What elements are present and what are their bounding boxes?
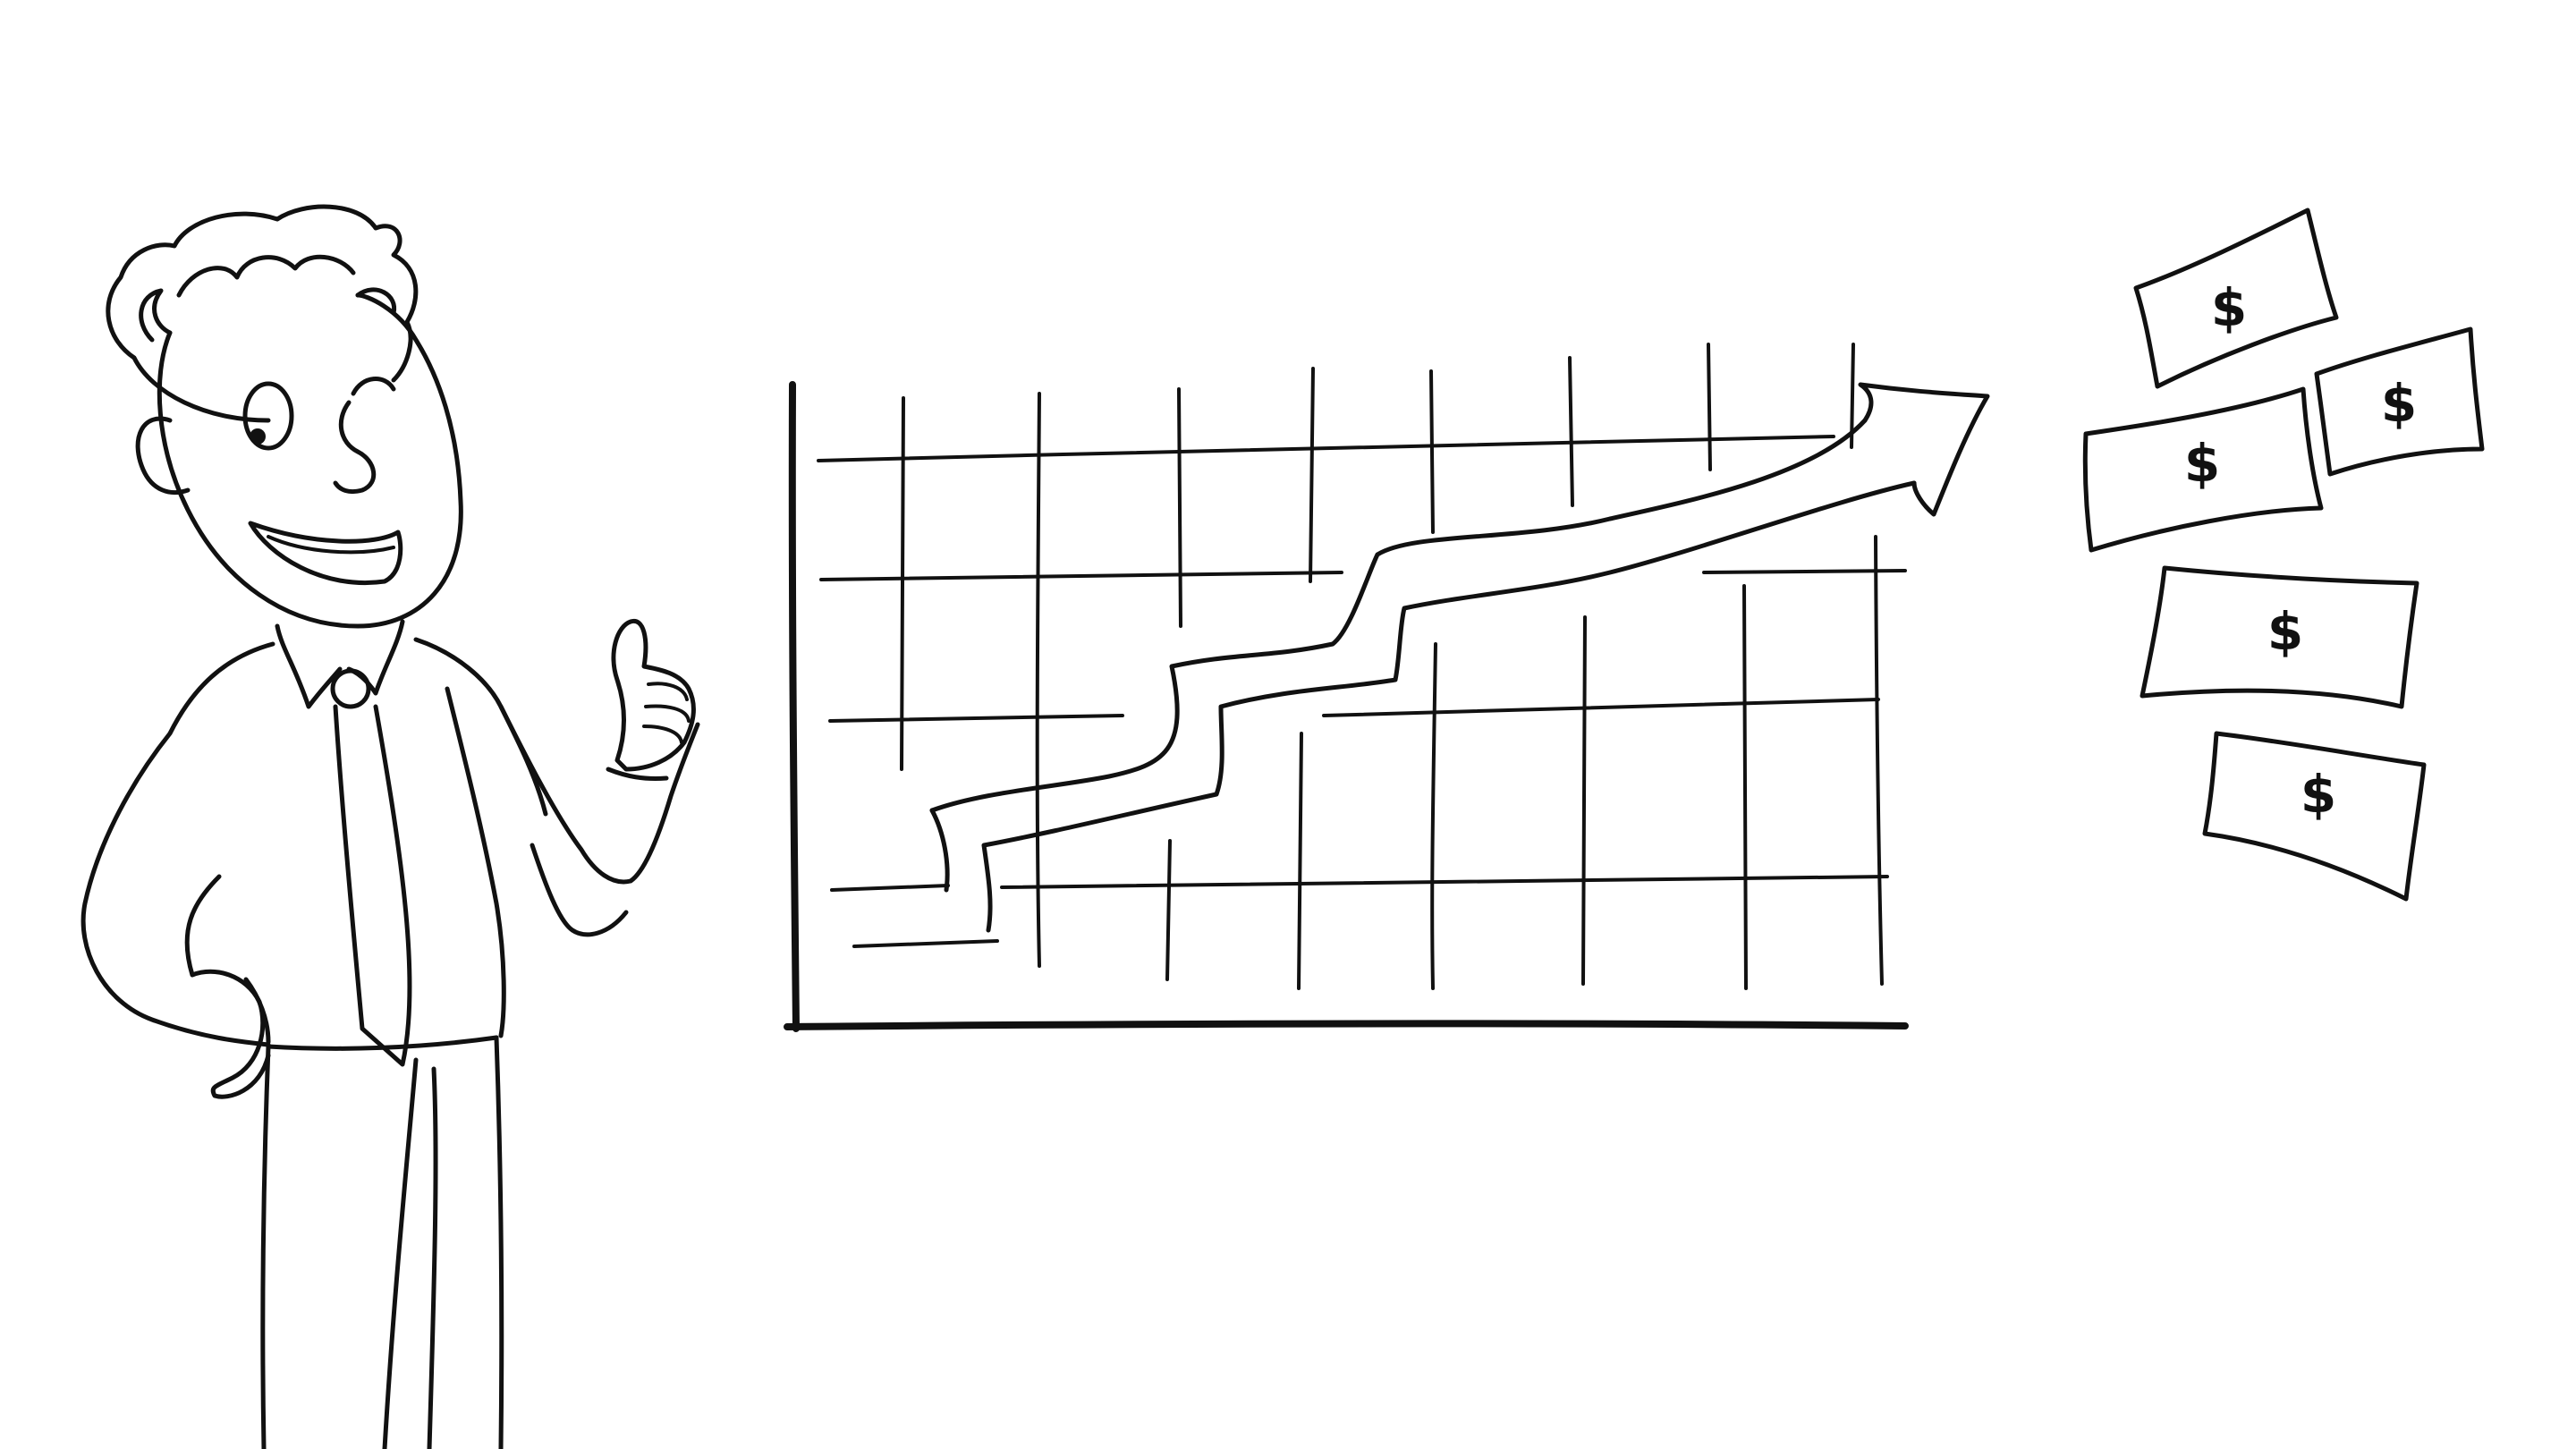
growth-chart-sketch <box>784 343 1990 1032</box>
dollar-sign-icon: $ <box>2184 433 2220 494</box>
grid-vertical <box>1297 732 1303 990</box>
eyebrow <box>351 377 396 396</box>
raised-arm-inner <box>530 843 629 937</box>
grid-vertical <box>1430 642 1437 990</box>
finger-3 <box>642 724 683 744</box>
nose <box>333 400 377 495</box>
dollar-bill: $ <box>2140 565 2419 709</box>
inner-leg-left <box>382 1057 419 1449</box>
grid-horizontal <box>1000 875 1889 889</box>
grid-horizontal <box>817 435 1835 462</box>
eye <box>242 381 294 451</box>
growth-arrow-head <box>1858 382 1990 517</box>
hair-curl-left <box>139 288 173 343</box>
mouth <box>248 521 403 585</box>
growth-arrow-tail <box>929 808 950 893</box>
grid-vertical <box>1581 615 1587 986</box>
thumbs-up-hand <box>611 618 696 772</box>
hair-curl-right <box>355 287 397 316</box>
grid-vertical <box>1309 367 1315 583</box>
hair <box>106 204 419 423</box>
collar-right <box>346 619 405 696</box>
money-bills: $ $ $ $ $ <box>2082 208 2485 902</box>
left-leg <box>260 1044 271 1449</box>
ear <box>135 416 191 496</box>
teeth-line <box>267 535 395 555</box>
grid-horizontal <box>1702 569 1907 574</box>
dollar-bill: $ <box>2314 326 2485 477</box>
collar-left <box>275 623 343 709</box>
dollar-sign-icon: $ <box>2267 601 2303 662</box>
businessman-illustration <box>80 204 700 1449</box>
head <box>157 292 463 629</box>
dollar-sign-icon: $ <box>2381 373 2417 434</box>
finger-2 <box>644 704 691 723</box>
right-leg <box>494 1035 504 1449</box>
torso-right <box>413 637 548 817</box>
grid-horizontal <box>830 884 950 892</box>
hip-hand-fingers <box>243 977 271 1045</box>
tie-knot <box>330 668 371 709</box>
growth-arrow-lower <box>981 480 1917 933</box>
torso-left <box>80 641 275 1047</box>
grid-vertical <box>1035 392 1041 968</box>
grid-horizontal <box>828 714 1124 723</box>
grid-vertical <box>1568 356 1574 507</box>
eye-pupil <box>250 428 266 445</box>
tie <box>333 704 412 1067</box>
hair-tuft <box>176 254 356 298</box>
grid-horizontal <box>1322 698 1880 717</box>
grid-horizontal <box>819 571 1343 581</box>
raised-arm <box>498 704 700 885</box>
y-axis <box>788 381 800 1032</box>
finger-1 <box>647 682 689 701</box>
growth-arrow-upper <box>929 418 1868 813</box>
dollar-sign-icon: $ <box>2301 764 2336 825</box>
torso-right-lower <box>445 686 506 1038</box>
dollar-bill: $ <box>2133 208 2339 389</box>
dollar-bill: $ <box>2082 386 2324 553</box>
hip-hand <box>184 874 271 1099</box>
sleeve-cuff <box>606 767 669 781</box>
grid-vertical <box>1165 839 1172 981</box>
dollar-bill: $ <box>2202 731 2427 902</box>
dollar-sign-icon: $ <box>2211 277 2247 338</box>
grid-vertical <box>1742 584 1748 990</box>
grid-vertical <box>1707 343 1712 471</box>
grid-vertical <box>1874 535 1884 986</box>
grid-horizontal <box>852 939 999 948</box>
waistband <box>266 1035 499 1051</box>
grid-vertical <box>900 396 905 771</box>
inner-leg-right <box>427 1066 438 1449</box>
x-axis <box>784 1020 1909 1030</box>
grid-vertical <box>1429 369 1435 534</box>
grid-vertical <box>1177 387 1182 628</box>
